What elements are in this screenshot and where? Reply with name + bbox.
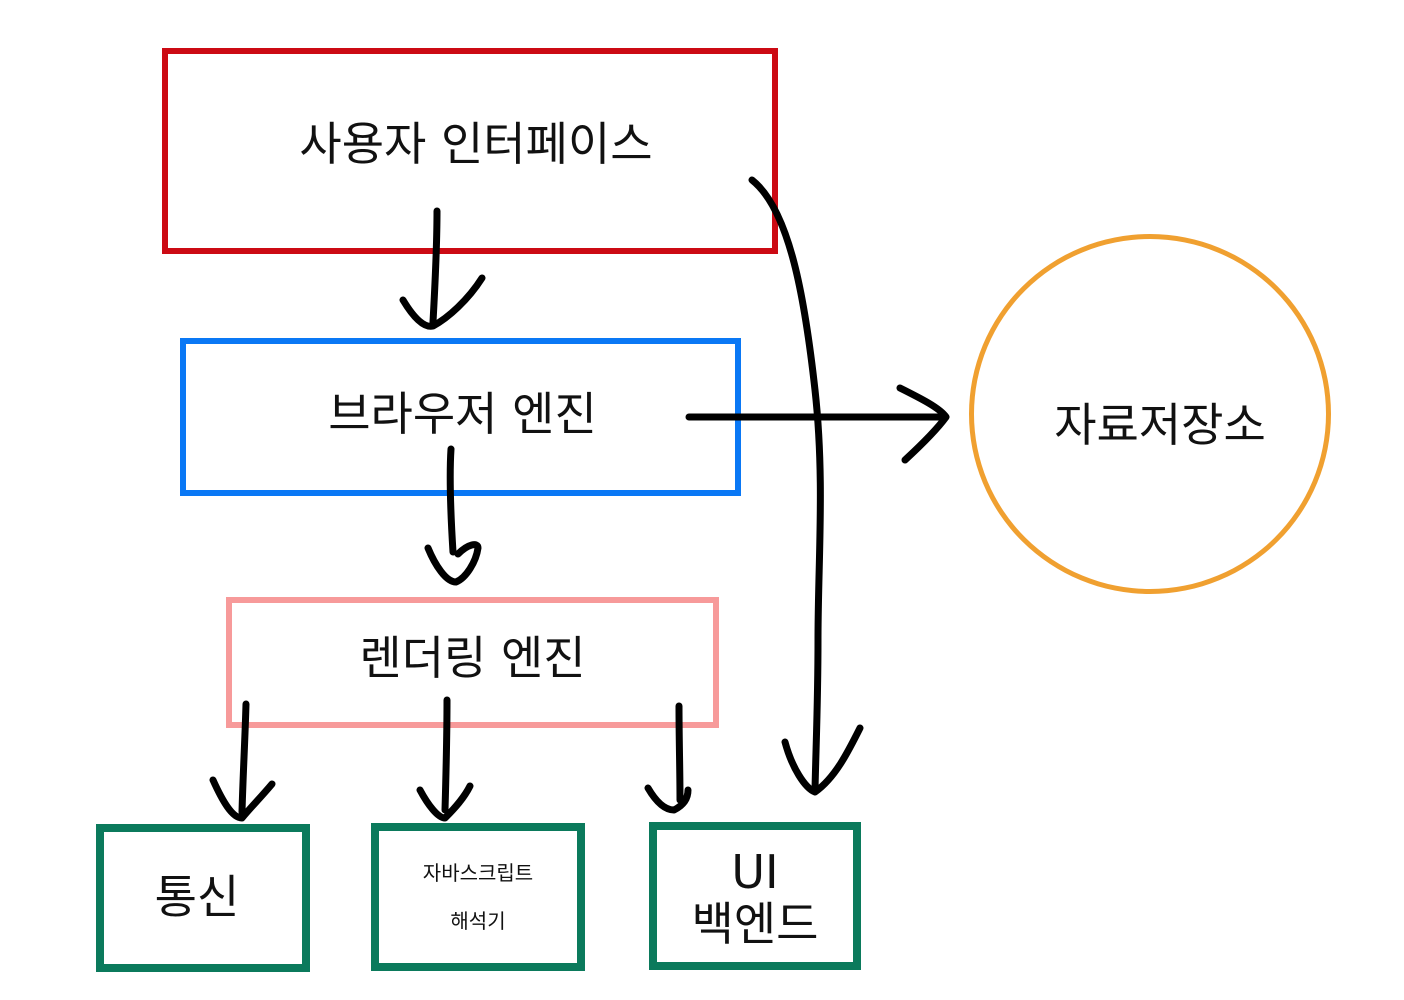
js-interpreter-label-line1: 자바스크립트: [422, 861, 534, 885]
data-storage-label: 자료저장소: [1054, 398, 1266, 452]
rendering-engine-label: 렌더링 엔진: [359, 630, 586, 685]
js-interpreter-box: 자바스크립트 해석기: [371, 823, 585, 971]
rendering-engine-box: 렌더링 엔진: [226, 597, 719, 728]
ui-backend-label-line1: UI: [731, 845, 779, 899]
ui-backend-box: UI 백엔드: [649, 822, 861, 970]
browser-engine-box: 브라우저 엔진: [180, 338, 741, 496]
networking-box: 통신: [96, 824, 310, 972]
user-interface-label: 사용자 인터페이스: [299, 117, 653, 171]
arrow-ui-to-ui-backend: [748, 176, 864, 796]
ui-backend-label-line2: 백엔드: [691, 897, 819, 951]
user-interface-box: 사용자 인터페이스: [162, 48, 778, 254]
networking-label: 통신: [154, 870, 240, 924]
js-interpreter-label-line2: 해석기: [450, 909, 506, 933]
browser-engine-label: 브라우저 엔진: [328, 387, 597, 441]
data-storage-circle: 자료저장소: [969, 234, 1331, 594]
